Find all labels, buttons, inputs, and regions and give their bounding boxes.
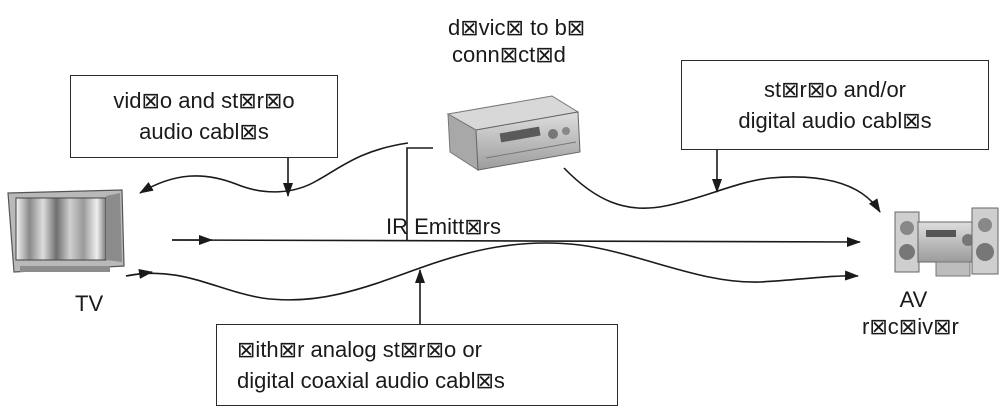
av-receiver-icon bbox=[894, 207, 999, 277]
av-receiver-line2: r⊠c⊠iv⊠r bbox=[862, 314, 959, 339]
stereo-digital-line1: st⊠r⊠o and/or bbox=[763, 77, 907, 102]
device-label: d⊠vic⊠ to b⊠ conn⊠ct⊠d bbox=[448, 14, 585, 68]
stereo-digital-box: st⊠r⊠o and/or digital audio cabl⊠s bbox=[681, 60, 989, 150]
video-stereo-box: vid⊠o and st⊠r⊠o audio cabl⊠s bbox=[70, 75, 338, 158]
video-stereo-cable bbox=[139, 142, 409, 194]
stereo-digital-cable bbox=[563, 167, 881, 213]
tv-label: TV bbox=[75, 291, 104, 316]
analog-coaxial-cable bbox=[125, 242, 859, 301]
video-stereo-line2: audio cabl⊠s bbox=[139, 119, 269, 144]
device-label-line1: d⊠vic⊠ to b⊠ bbox=[448, 15, 586, 40]
device-icon bbox=[446, 95, 581, 171]
ir-emitter-branch bbox=[406, 147, 433, 240]
av-receiver-label: AV r⊠c⊠iv⊠r bbox=[862, 286, 959, 340]
analog-coaxial-box: ⊠ith⊠r analog st⊠r⊠o or digital coaxial … bbox=[216, 324, 618, 406]
device-label-line2: conn⊠ct⊠d bbox=[452, 42, 566, 67]
video-stereo-line1: vid⊠o and st⊠r⊠o bbox=[113, 88, 295, 113]
analog-coaxial-tail-arrow bbox=[125, 269, 153, 279]
av-receiver-line1: AV bbox=[899, 287, 928, 312]
tv-icon bbox=[7, 189, 125, 273]
ir-emitters-label: IR Emitt⊠rs bbox=[386, 214, 501, 239]
stereo-digital-line2: digital audio cabl⊠s bbox=[738, 108, 932, 133]
analog-coaxial-line1: ⊠ith⊠r analog st⊠r⊠o or bbox=[237, 337, 482, 362]
analog-coaxial-line2: digital coaxial audio cabl⊠s bbox=[237, 368, 505, 393]
ir-emitter-line bbox=[171, 236, 861, 247]
